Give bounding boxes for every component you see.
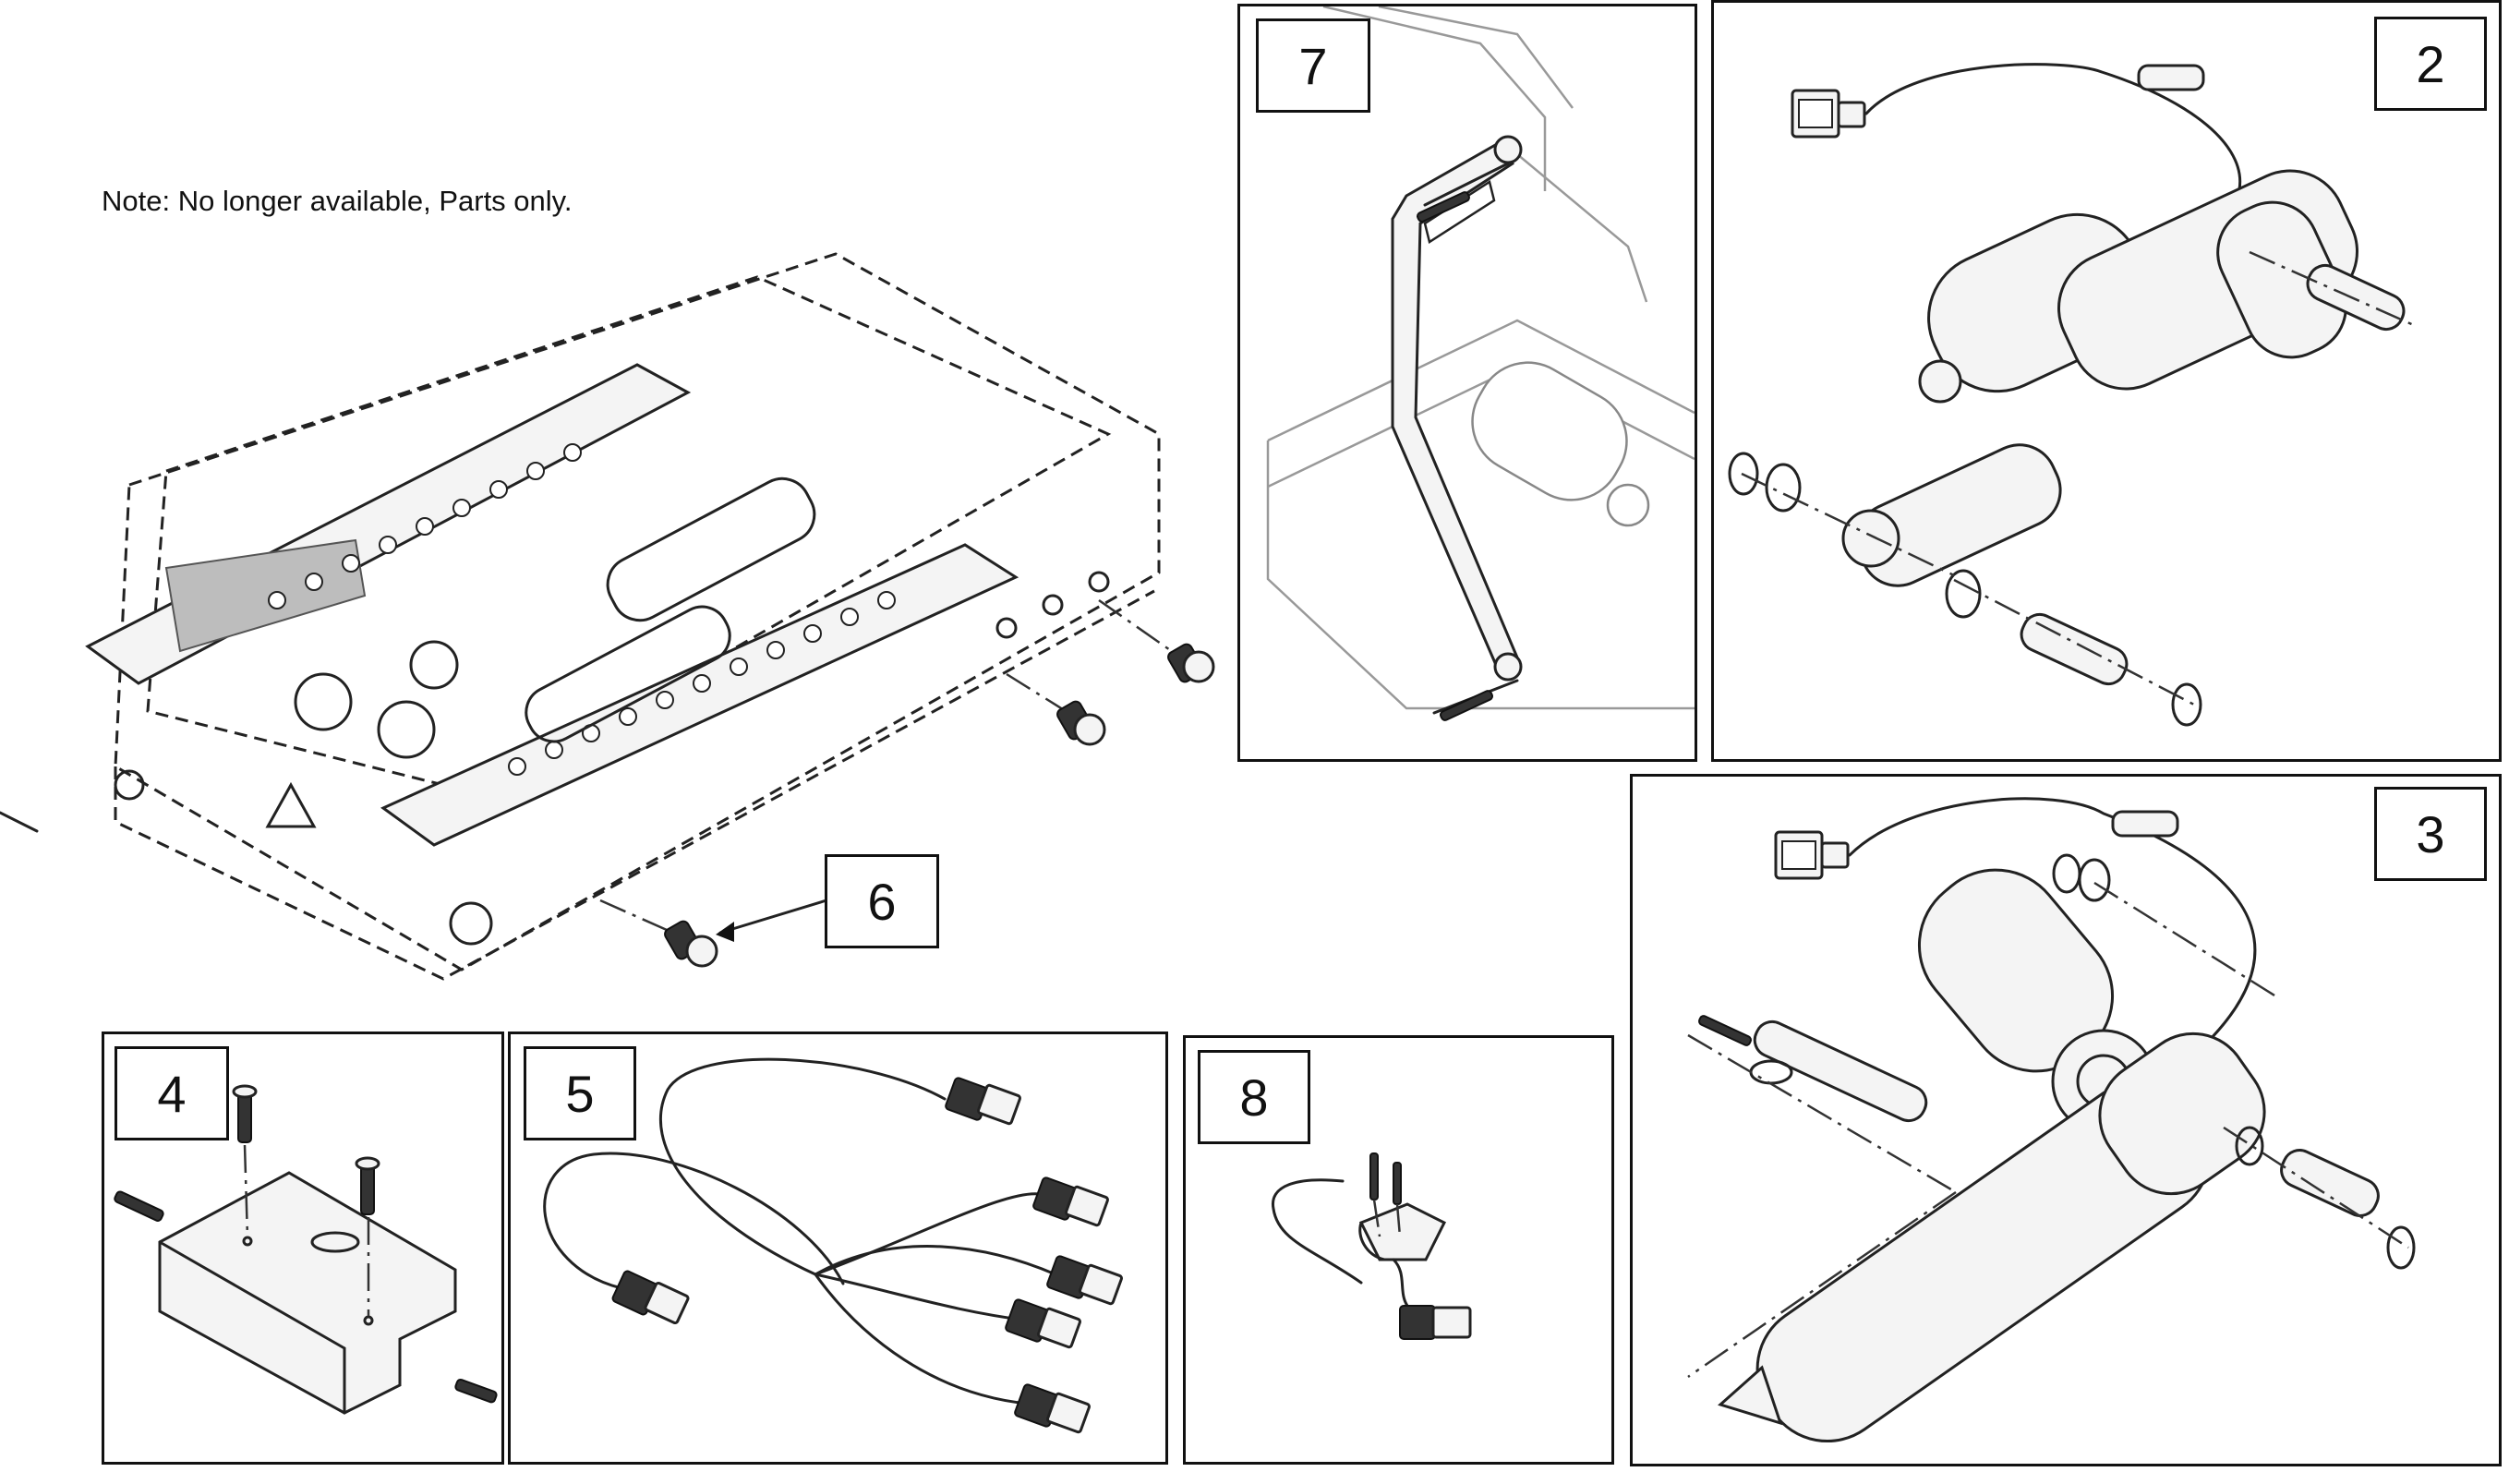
callout-4: 4 [115, 1046, 229, 1140]
panel-2-actuator [1711, 0, 2502, 762]
callout-5: 5 [524, 1046, 636, 1140]
wiring-harness-drawing [543, 1057, 1123, 1434]
panel-7-linkage-arm [1237, 4, 1697, 762]
linkage-arm-drawing [1266, 6, 1695, 721]
right-rail-plate [380, 543, 1019, 847]
callout-2: 2 [2374, 17, 2487, 111]
limit-switch-drawing [1271, 1152, 1472, 1340]
main-seat-frame-assembly [0, 252, 1215, 981]
harness-connectors [611, 1077, 1123, 1434]
pivot-bolts [599, 598, 1215, 968]
actuator-3-drawing [1687, 797, 2416, 1443]
callout-3: 3 [2374, 787, 2487, 881]
panel-5-harness [508, 1032, 1168, 1465]
actuator-2-drawing [1728, 63, 2417, 727]
panel-3-actuator [1630, 774, 2502, 1466]
callout-7: 7 [1256, 18, 1370, 113]
callout-8: 8 [1198, 1050, 1310, 1144]
callout-6: 6 [825, 854, 939, 948]
cover-plate-drawing [114, 1084, 498, 1415]
warning-label [164, 538, 367, 653]
availability-note: Note: No longer available, Parts only. [102, 185, 573, 217]
internal-actuators [294, 477, 816, 759]
